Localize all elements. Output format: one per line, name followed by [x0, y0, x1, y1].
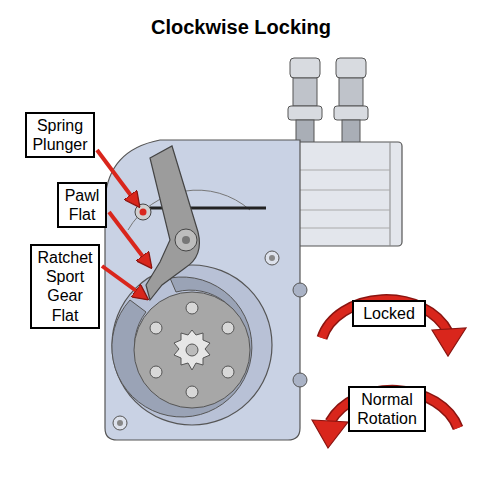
callout-label: Normal Rotation: [354, 390, 420, 428]
push-fittings: [288, 58, 368, 144]
callout-box: Normal Rotation: [348, 386, 426, 432]
diagram-title: Clockwise Locking: [0, 16, 482, 39]
callout-box: Ratchet Sport Gear Flat: [30, 244, 100, 329]
callout-box: Locked: [352, 300, 426, 327]
callout-label: Spring Plunger: [31, 116, 89, 154]
callout-label: Ratchet Sport Gear Flat: [36, 248, 94, 325]
rotation-arrows: [312, 300, 466, 448]
callout-label: Pawl Flat: [63, 186, 101, 224]
callout-box: Pawl Flat: [57, 182, 107, 228]
pawl: [135, 146, 266, 300]
callout-label: Locked: [358, 304, 420, 323]
callout-box: Spring Plunger: [25, 112, 95, 158]
